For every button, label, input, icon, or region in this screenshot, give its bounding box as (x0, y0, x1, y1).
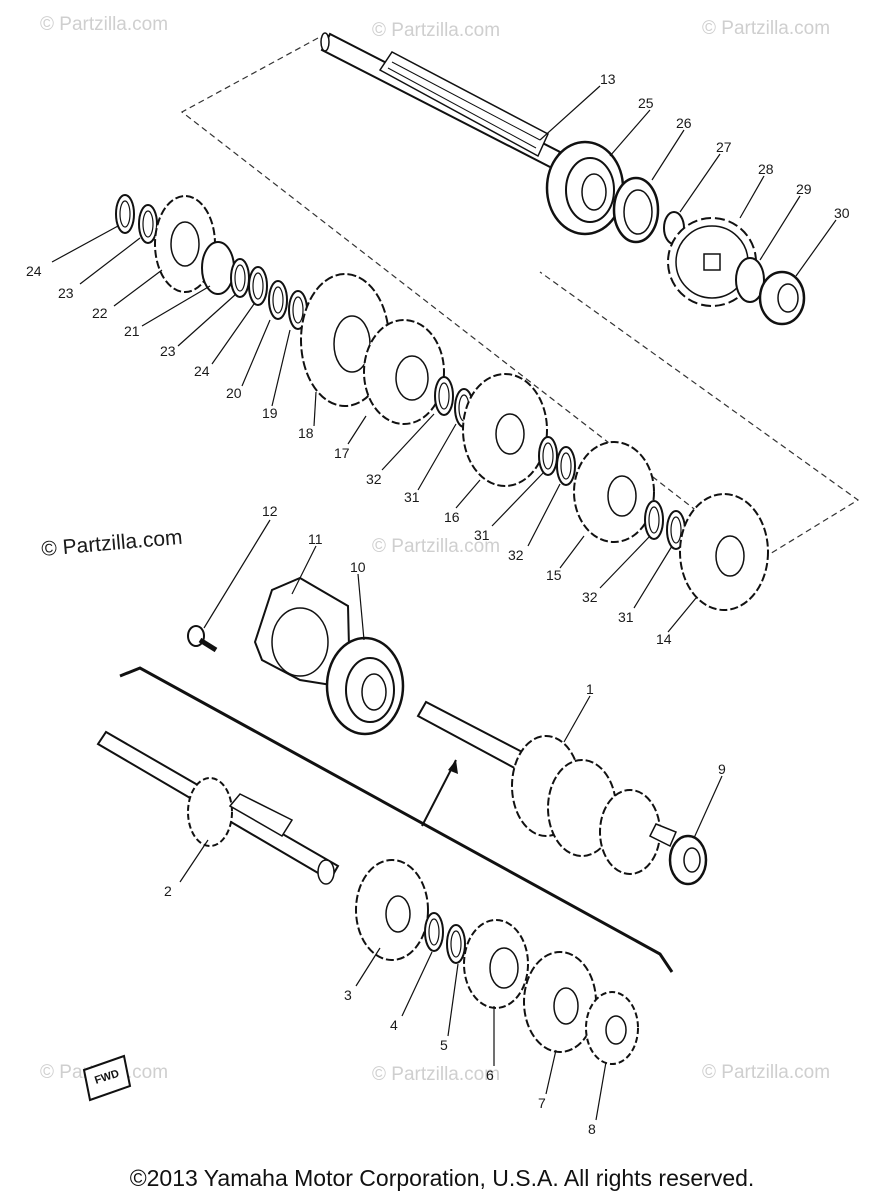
callout-23: 23 (160, 343, 176, 359)
countershaft-gears (355, 859, 639, 1065)
callout-31: 31 (474, 527, 490, 543)
group-bracket (119, 666, 674, 973)
callout-15: 15 (546, 567, 562, 583)
bearing-stopper-plate (253, 576, 352, 690)
countershaft (96, 730, 340, 885)
callout-31: 31 (618, 609, 634, 625)
callouts: 13 25 26 27 28 29 30 24 23 22 21 23 24 2… (26, 71, 850, 1137)
arrow-head (448, 760, 458, 774)
callout-21: 21 (124, 323, 140, 339)
callout-3: 3 (344, 987, 352, 1003)
lock-washer (735, 257, 765, 303)
callout-7: 7 (538, 1095, 546, 1111)
drive-axle (320, 32, 562, 170)
watermark: © Partzilla.com (40, 14, 168, 35)
nut (758, 270, 806, 326)
main-axle (416, 700, 677, 875)
callout-32: 32 (366, 471, 382, 487)
leader-lines (51, 85, 837, 1121)
callout-5: 5 (440, 1037, 448, 1053)
callout-6: 6 (486, 1067, 494, 1083)
watermark: © Partzilla.com (702, 18, 830, 39)
callout-10: 10 (350, 559, 366, 575)
watermark: © Partzilla.com (372, 1064, 500, 1085)
callout-27: 27 (716, 139, 732, 155)
callout-24: 24 (194, 363, 210, 379)
callout-25: 25 (638, 95, 654, 111)
oil-seal (612, 176, 660, 244)
callout-14: 14 (656, 631, 672, 647)
bearing (325, 636, 405, 736)
callout-26: 26 (676, 115, 692, 131)
callout-13: 13 (600, 71, 616, 87)
callout-19: 19 (262, 405, 278, 421)
callout-20: 20 (226, 385, 242, 401)
watermark: © Partzilla.com (702, 1062, 830, 1083)
drive-axle-gears (115, 194, 769, 611)
callout-29: 29 (796, 181, 812, 197)
callout-28: 28 (758, 161, 774, 177)
fwd-arrow-icon: FWD (82, 1054, 132, 1102)
watermark: © Partzilla.com (372, 20, 500, 41)
callout-17: 17 (334, 445, 350, 461)
callout-32: 32 (582, 589, 598, 605)
callout-18: 18 (298, 425, 314, 441)
callout-24: 24 (26, 263, 42, 279)
callout-11: 11 (308, 531, 323, 547)
callout-16: 16 (444, 509, 460, 525)
needle-bearing (668, 834, 708, 886)
callout-9: 9 (718, 761, 726, 777)
callout-8: 8 (588, 1121, 596, 1137)
copyright-notice: ©2013 Yamaha Motor Corporation, U.S.A. A… (130, 1165, 755, 1191)
watermark-dark: © Partzilla.com (40, 526, 183, 561)
callout-22: 22 (92, 305, 108, 321)
callout-1: 1 (586, 681, 594, 697)
group-outline (180, 37, 860, 561)
callout-4: 4 (390, 1017, 398, 1033)
callout-31: 31 (404, 489, 420, 505)
callout-12: 12 (262, 503, 278, 519)
callout-2: 2 (164, 883, 172, 899)
bearing (545, 140, 625, 236)
callout-32: 32 (508, 547, 524, 563)
group-arrow (421, 759, 457, 827)
watermark: © Partzilla.com (372, 536, 500, 557)
callout-23: 23 (58, 285, 74, 301)
screw (187, 625, 218, 653)
callout-30: 30 (834, 205, 850, 221)
